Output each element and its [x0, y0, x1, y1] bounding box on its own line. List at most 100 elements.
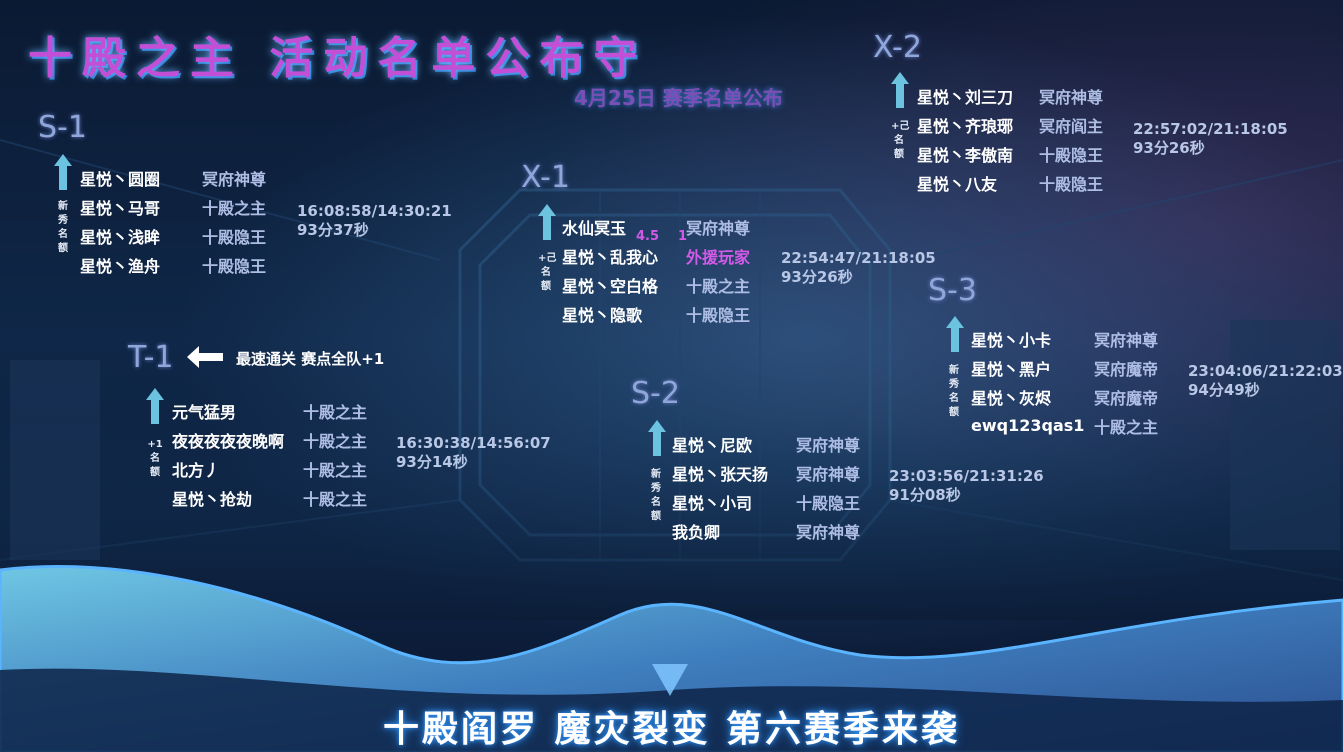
arrow-up-icon [946, 316, 964, 352]
group-label-s3: S-3 [928, 273, 977, 308]
player-name: 星悦丶小司 [672, 493, 753, 513]
group-side-text: +1名额 [147, 439, 163, 478]
player-role: 冥府魔帝 [1094, 359, 1159, 379]
clear-time: 23:03:56/21:31:26 [889, 467, 1044, 485]
player-role: 冥府神尊 [796, 522, 861, 542]
clear-time: 23:04:06/21:22:03 [1188, 362, 1343, 380]
player-role: 十殿之主 [1094, 417, 1159, 437]
player-name: 夜夜夜夜夜晚啊 [172, 431, 285, 451]
player-role: 外援玩家 [686, 247, 751, 267]
clear-time: 22:54:47/21:18:05 [781, 249, 936, 267]
list-item: 我负卿 冥府神尊 [672, 516, 860, 545]
group-side-text: 新秀名额 [58, 201, 68, 254]
list-item: 夜夜夜夜夜晚啊十殿之主 [172, 425, 367, 454]
list-item: 星悦丶刘三刀 冥府神尊 [917, 81, 1103, 110]
group-label-t1: T-1 [128, 340, 174, 375]
list-item: 星悦丶圆圈 冥府神尊 [80, 163, 266, 192]
arrow-up-icon [54, 154, 72, 190]
player-role: 冥府神尊 [1094, 330, 1159, 350]
player-role: 冥府魔帝 [1094, 388, 1159, 408]
player-name: 星悦丶马哥 [80, 198, 161, 218]
player-list: 星悦丶刘三刀冥府神尊 星悦丶齐琅琊冥府阎主 星悦丶李傲南十殿隐王 星悦丶八友十殿… [917, 81, 1103, 197]
player-name: 水仙冥玉 [562, 218, 627, 238]
player-name: 星悦丶八友 [917, 174, 998, 194]
arrow-up-icon [648, 420, 666, 456]
footer-banner: 十殿阎罗 魔灾裂变 第六赛季来袭 [382, 709, 961, 750]
player-role: 十殿隐王 [1039, 174, 1104, 194]
clear-duration: 93分14秒 [396, 453, 468, 471]
group-label-s1: S-1 [38, 110, 87, 145]
list-item: 元气猛男十殿之主 [172, 396, 367, 425]
player-role: 冥府神尊 [796, 435, 861, 455]
player-name: 星悦丶乱我心 [562, 247, 659, 267]
player-role: 十殿隐王 [1039, 145, 1104, 165]
clear-time: 16:30:38/14:56:07 [396, 434, 551, 452]
player-name: 星悦丶灰烬 [971, 388, 1052, 408]
player-role: 十殿之主 [303, 402, 368, 422]
group-side-text: +己名额 [538, 253, 557, 292]
player-list: 星悦丶尼欧冥府神尊 星悦丶张天扬冥府神尊 星悦丶小司十殿隐王 我负卿冥府神尊 [672, 429, 860, 545]
player-list: 元气猛男十殿之主 夜夜夜夜夜晚啊十殿之主 北方丿十殿之主 星悦丶抢劫十殿之主 [172, 396, 367, 512]
player-role: 十殿之主 [303, 489, 368, 509]
player-name: 星悦丶空白格 [562, 276, 659, 296]
bottom-wave [0, 565, 1343, 752]
player-role: 十殿隐王 [686, 305, 751, 325]
list-item: 星悦丶抢劫 十殿之主 [172, 483, 367, 512]
list-item: 星悦丶乱我心 外援玩家 [562, 241, 750, 270]
player-name: 星悦丶黑户 [971, 359, 1052, 379]
clear-duration: 93分26秒 [1133, 139, 1205, 157]
list-item: 星悦丶尼欧冥府神尊 [672, 429, 860, 458]
list-item: 星悦丶渔舟十殿隐王 [80, 250, 266, 279]
player-role: 冥府神尊 [202, 169, 267, 189]
player-role: 冥府阎主 [1039, 116, 1104, 136]
player-name: ewq123qas1 [971, 416, 1085, 435]
player-role: 十殿隐王 [202, 227, 267, 247]
player-list: 水仙冥玉冥府神尊 星悦丶乱我心 外援玩家 星悦丶空白格 十殿之主 星悦丶隐歌 十殿隐王 [562, 212, 750, 328]
list-item: 星悦丶马哥十殿之主 [80, 192, 266, 221]
player-name: 北方丿 [172, 460, 221, 480]
player-role: 十殿之主 [686, 276, 751, 296]
down-triangle-icon [652, 664, 688, 696]
extra-number: 1 [678, 229, 688, 244]
list-item: 星悦丶小卡 冥府神尊 [971, 324, 1158, 353]
arrow-up-icon [146, 388, 164, 424]
player-name: 我负卿 [672, 522, 721, 542]
group-label-x2: X-2 [873, 30, 922, 65]
list-item: 星悦丶张天扬冥府神尊 [672, 458, 860, 487]
group-side-text: 新秀名额 [949, 365, 959, 418]
player-role: 十殿隐王 [202, 256, 267, 276]
player-role: 十殿之主 [303, 460, 368, 480]
clear-duration: 93分26秒 [781, 268, 853, 286]
player-name: 星悦丶李傲南 [917, 145, 1014, 165]
list-item: 星悦丶李傲南 十殿隐王 [917, 139, 1103, 168]
clear-duration: 91分08秒 [889, 486, 961, 504]
list-item: 星悦丶小司 十殿隐王 [672, 487, 860, 516]
list-item: 水仙冥玉冥府神尊 [562, 212, 750, 241]
list-item: 星悦丶隐歌 十殿隐王 [562, 299, 750, 328]
clear-time: 22:57:02/21:18:05 [1133, 120, 1288, 138]
group-label-s2: S-2 [631, 376, 680, 411]
player-role: 十殿隐王 [796, 493, 861, 513]
player-name: 星悦丶隐歌 [562, 305, 643, 325]
player-name: 星悦丶圆圈 [80, 169, 161, 189]
list-item: 星悦丶灰烬 冥府魔帝 [971, 382, 1158, 411]
player-list: 星悦丶圆圈冥府神尊 星悦丶马哥十殿之主 星悦丶浅眸十殿隐王 星悦丶渔舟十殿隐王 [80, 163, 266, 279]
player-name: 星悦丶浅眸 [80, 227, 161, 247]
player-name: 星悦丶刘三刀 [917, 87, 1014, 107]
list-item: 星悦丶黑户 冥府魔帝 [971, 353, 1158, 382]
clear-time: 16:08:58/14:30:21 [297, 202, 452, 220]
group-side-text: +己名额 [891, 121, 910, 160]
list-item: 星悦丶八友 十殿隐王 [917, 168, 1103, 197]
list-item: 星悦丶齐琅琊 冥府阎主 [917, 110, 1103, 139]
list-item: 北方丿 十殿之主 [172, 454, 367, 483]
player-name: 星悦丶抢劫 [172, 489, 253, 509]
player-role: 冥府神尊 [1039, 87, 1104, 107]
clear-duration: 93分37秒 [297, 221, 369, 239]
arrow-up-icon [538, 204, 556, 240]
player-name: 星悦丶张天扬 [672, 464, 769, 484]
group-side-text: 新秀名额 [651, 469, 661, 522]
player-name: 星悦丶小卡 [971, 330, 1052, 350]
player-name: 星悦丶齐琅琊 [917, 116, 1014, 136]
arrow-up-icon [891, 72, 909, 108]
fastest-clear-note: 最速通关 赛点全队+1 [236, 350, 385, 368]
